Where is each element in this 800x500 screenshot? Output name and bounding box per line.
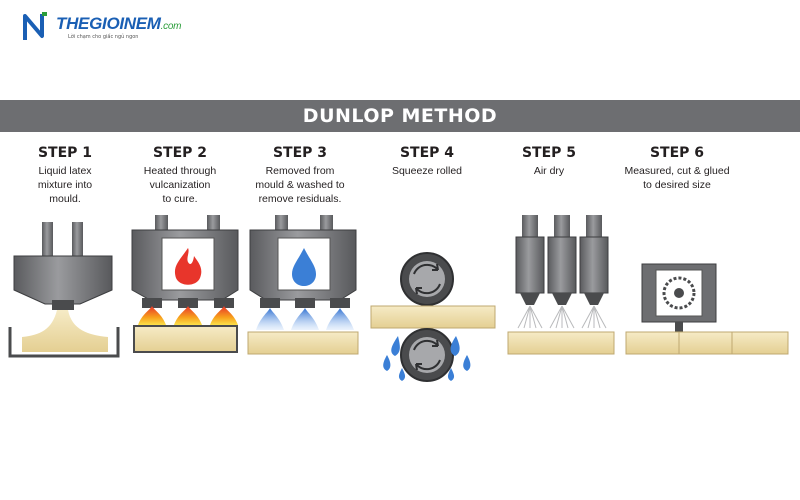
step-2-illustration (131, 215, 239, 353)
brand-name: THEGIOINEM.com (56, 14, 182, 33)
water-panel (277, 237, 331, 291)
air-nozzle (579, 215, 609, 305)
heat-flame-icon (174, 306, 202, 325)
step-2-desc-line: to cure. (162, 193, 198, 205)
step-3: STEP 3 Removed from mould & washed to re… (240, 145, 360, 206)
step-3-desc-line: Removed from (265, 165, 335, 177)
rotate-arrows-icon (413, 263, 441, 295)
water-spray-icon (256, 308, 284, 330)
step-3-desc-line: mould & washed to (255, 179, 345, 191)
step-3-desc-line: remove residuals. (258, 193, 342, 205)
step-6-illustration (625, 263, 789, 355)
step-3-label: STEP 3 (272, 145, 328, 161)
mould-icon (8, 327, 120, 358)
water-spray-icon (291, 308, 319, 330)
step-1-desc-line: Liquid latex (38, 165, 92, 177)
step-4-label: STEP 4 (399, 145, 455, 161)
air-nozzle (515, 215, 545, 305)
step-3-illustration (247, 215, 359, 355)
water-drop-icon (292, 248, 316, 286)
blade-arm (675, 322, 683, 334)
water-drop-icon (447, 368, 455, 381)
logo-n-icon (23, 12, 47, 40)
water-drop-icon (463, 355, 471, 371)
water-drop-icon (391, 336, 400, 356)
fire-icon (174, 248, 202, 285)
heat-flame-icon (210, 306, 238, 325)
water-drop-icon (450, 336, 460, 356)
dispenser-machine (13, 255, 113, 305)
step-2-desc-line: vulcanization (149, 179, 211, 191)
step-4-illustration (370, 252, 496, 382)
water-drop-icon (398, 368, 406, 381)
latex-block (370, 305, 496, 329)
saw-blade-icon (662, 276, 696, 310)
step-5-label: STEP 5 (521, 145, 577, 161)
step-5-desc-line: Air dry (533, 165, 565, 177)
pipe-icon (42, 222, 53, 256)
step-2-label: STEP 2 (152, 145, 208, 161)
latex-block (507, 331, 615, 355)
step-6: STEP 6 Measured, cut & glued to desired … (612, 145, 742, 192)
step-4: STEP 4 Squeeze rolled (372, 145, 482, 178)
latex-block (247, 331, 359, 355)
step-6-desc-line: to desired size (643, 179, 711, 191)
air-flow-icon (517, 305, 607, 329)
latex-block (625, 331, 789, 355)
step-1-desc-line: mixture into (37, 179, 93, 191)
water-spray-icon (326, 308, 354, 330)
brand-logo[interactable]: THEGIOINEM.com Lời chạm cho giấc ngủ ngo… (22, 12, 182, 46)
latex-block (133, 325, 238, 353)
diagram-title: DUNLOP METHOD (302, 105, 498, 127)
pipe-icon (72, 222, 83, 256)
step-4-desc-line: Squeeze rolled (391, 165, 463, 177)
step-6-desc-line: Measured, cut & glued (624, 165, 730, 177)
step-1: STEP 1 Liquid latex mixture into mould. (10, 145, 120, 206)
rotate-arrows-icon (413, 339, 441, 371)
step-2: STEP 2 Heated through vulcanization to c… (125, 145, 235, 206)
step-1-illustration (8, 222, 120, 358)
step-1-label: STEP 1 (37, 145, 93, 161)
roller-hub (409, 261, 445, 297)
step-1-desc-line: mould. (49, 193, 81, 205)
step-5: STEP 5 Air dry (494, 145, 604, 178)
nozzle-icon (52, 300, 74, 310)
water-drop-icon (383, 355, 391, 371)
step-5-illustration (507, 215, 615, 355)
latex-pour-icon (22, 310, 108, 352)
air-nozzle (547, 215, 577, 305)
step-6-label: STEP 6 (649, 145, 705, 161)
heat-flame-icon (138, 306, 166, 325)
step-2-desc-line: Heated through (143, 165, 217, 177)
brand-tagline: Lời chạm cho giấc ngủ ngon (68, 34, 139, 40)
title-banner: DUNLOP METHOD (0, 100, 800, 132)
